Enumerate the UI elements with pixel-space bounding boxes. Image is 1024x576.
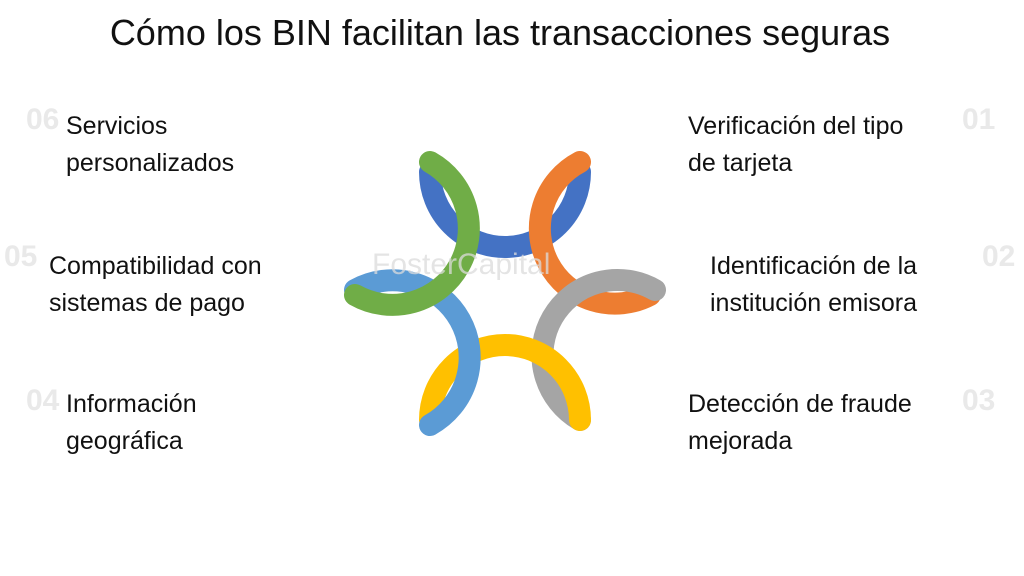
step-label-05-line2: sistemas de pago <box>49 289 245 317</box>
step-label-01-line1: Verificación del tipo <box>688 112 904 140</box>
step-number-04: 04 <box>26 384 60 417</box>
step-label-03: Detección de fraude mejorada <box>688 386 912 460</box>
step-label-01: Verificación del tipo de tarjeta <box>688 108 903 182</box>
step-label-03-line2: mejorada <box>688 427 793 455</box>
step-label-05: Compatibilidad con sistemas de pago <box>49 248 262 322</box>
step-label-02-line1: Identificación de la <box>710 252 918 280</box>
step-label-01-line2: de tarjeta <box>688 149 793 177</box>
step-label-06: Servicios personalizados <box>66 108 234 182</box>
petal-blue <box>419 161 591 258</box>
hexagonal-ring-diagram <box>344 151 666 436</box>
step-label-04: Información geográfica <box>66 386 197 460</box>
step-label-06-line1: Servicios <box>66 112 168 140</box>
step-label-02-line2: institución emisora <box>710 289 918 317</box>
step-label-02: Identificación de la institución emisora <box>710 248 917 322</box>
petal-green <box>344 151 480 316</box>
step-label-05-line1: Compatibilidad con <box>49 252 262 280</box>
step-label-06-line2: personalizados <box>66 149 235 177</box>
step-label-04-line2: geográfica <box>66 427 183 455</box>
step-number-06: 06 <box>26 103 60 136</box>
watermark-text: FosterCapital <box>372 248 551 281</box>
petal-yellow <box>419 334 591 431</box>
page-title: Cómo los BIN facilitan las transacciones… <box>109 12 891 53</box>
step-label-04-line1: Información <box>66 390 197 418</box>
petal-orange <box>528 151 661 315</box>
step-label-03-line1: Detección de fraude <box>688 390 912 418</box>
step-number-01: 01 <box>962 103 996 136</box>
petal-gray <box>531 269 666 431</box>
step-number-05: 05 <box>4 240 38 273</box>
step-number-02: 02 <box>982 240 1016 273</box>
petal-light-blue <box>344 269 481 436</box>
step-number-03: 03 <box>962 384 996 417</box>
